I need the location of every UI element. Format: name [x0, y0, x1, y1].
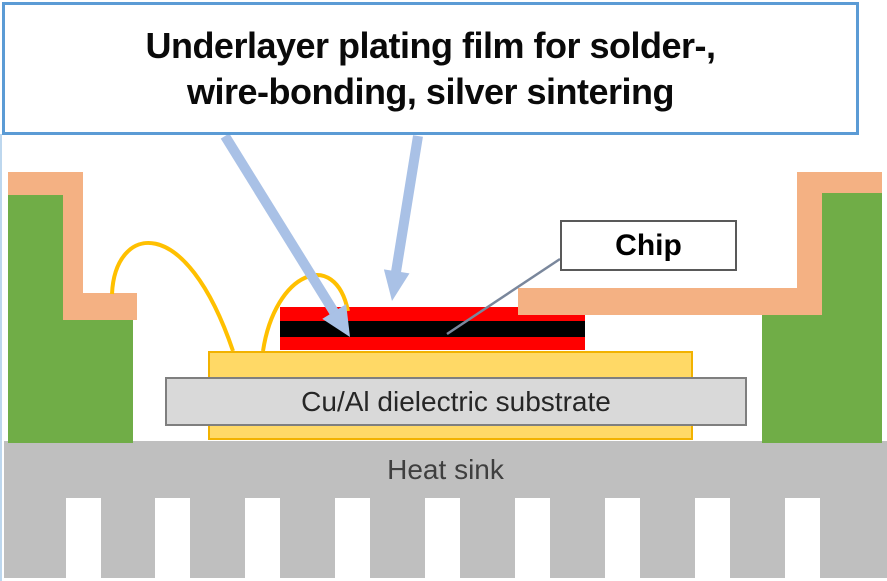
slide-edge-line [0, 134, 2, 581]
lead-frame-right-base [762, 315, 882, 443]
title-box: Underlayer plating film for solder-, wir… [2, 2, 859, 135]
fin-gap [66, 498, 101, 578]
heat-sink-fins [4, 498, 887, 578]
chip-label: Chip [615, 228, 682, 262]
title-line-2: wire-bonding, silver sintering [186, 70, 675, 112]
fin-gap [155, 498, 190, 578]
fin-gap [425, 498, 460, 578]
heat-sink-label: Heat sink [387, 453, 504, 485]
chip-die-layer [280, 321, 585, 337]
lead-frame-left-base [8, 320, 133, 443]
plating-right-cap [797, 172, 882, 193]
fin-gap [245, 498, 280, 578]
plating-clip-arm [518, 288, 822, 315]
callout-arrow-right-head [383, 269, 410, 301]
substrate-label: Cu/Al dielectric substrate [301, 385, 611, 417]
callout-arrow-right-shaft [391, 135, 423, 273]
fin-gap [605, 498, 640, 578]
chip-bottom-plating-layer [280, 337, 585, 350]
title-line-1: Underlayer plating film for solder-, [145, 24, 716, 66]
fin-gap [335, 498, 370, 578]
plating-left-foot [83, 293, 137, 320]
heat-sink-slab: Heat sink [4, 441, 887, 498]
fin-gap [515, 498, 550, 578]
chip-label-box: Chip [560, 220, 737, 271]
plating-left-vertical [63, 195, 83, 320]
fin-gap [695, 498, 730, 578]
plating-left-cap [8, 172, 83, 195]
callout-arrow-left-shaft [220, 133, 339, 315]
substrate-band: Cu/Al dielectric substrate [165, 377, 747, 426]
fin-gap [785, 498, 820, 578]
